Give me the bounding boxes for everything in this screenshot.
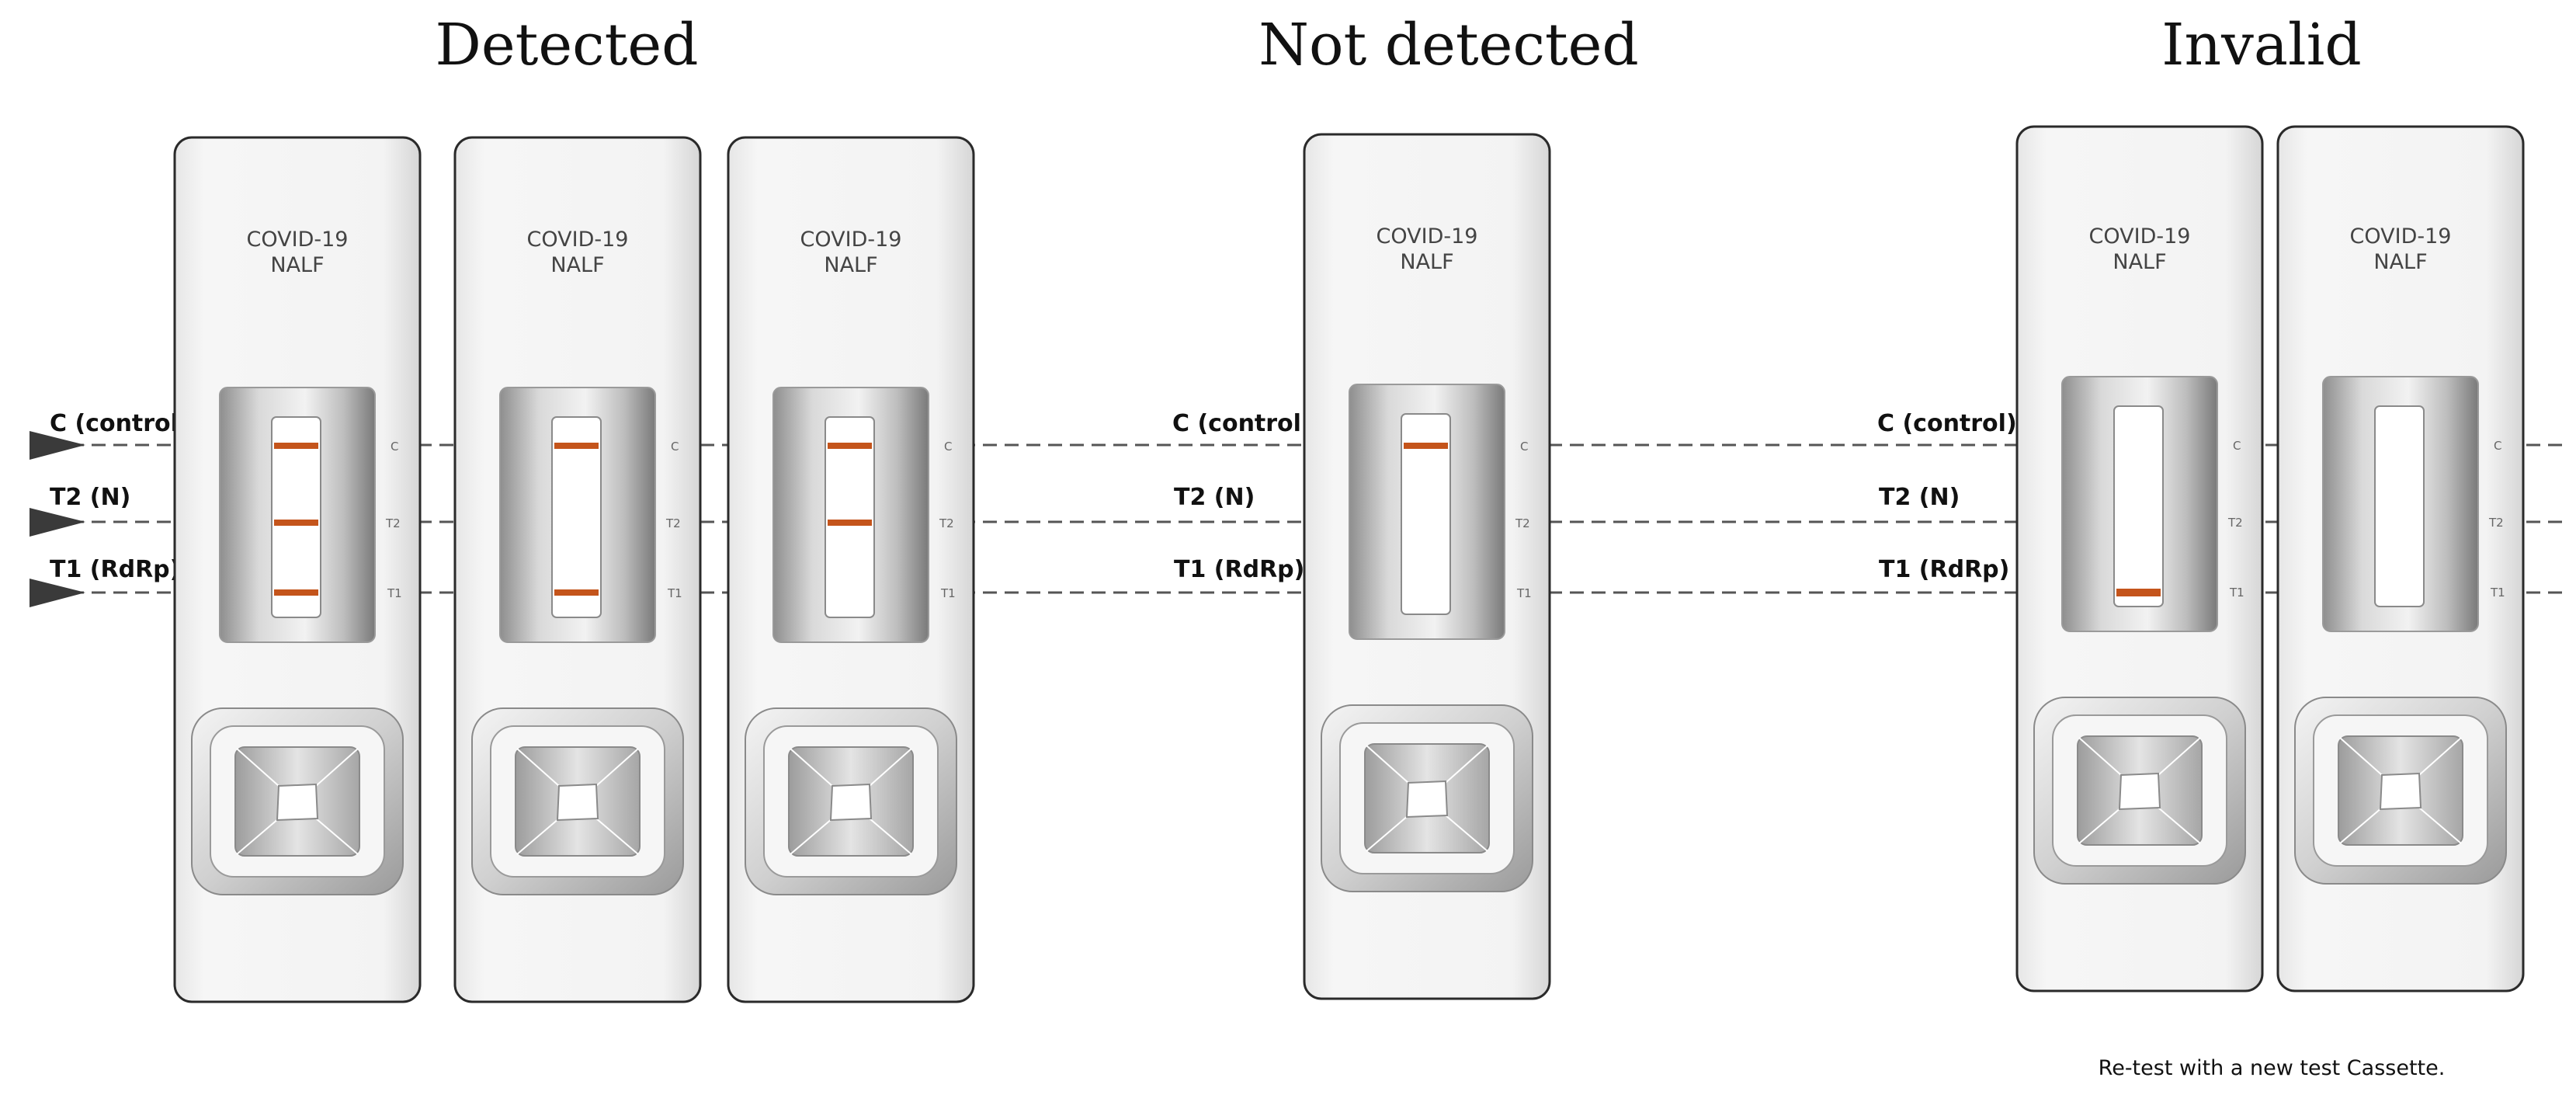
sample-well-bevel — [516, 748, 639, 855]
band-control — [1404, 443, 1448, 449]
cassette-detected-3: COVID-19 NALF C T2 T1 — [727, 136, 975, 1003]
invalid-note: Re-test with a new test Cassette. — [2099, 1056, 2446, 1080]
cassette-invalid-2: COVID-19 NALF C T2 T1 — [2276, 125, 2525, 992]
label-t2-left: T2 (N) — [50, 484, 130, 511]
heading-invalid: Invalid — [2161, 12, 2362, 78]
side-label-t1: T1 — [667, 586, 682, 600]
result-strip — [1401, 413, 1451, 615]
sample-hole — [556, 783, 599, 822]
sample-well-bevel — [790, 748, 912, 855]
result-strip — [825, 416, 875, 618]
band-t2 — [274, 520, 318, 526]
cassette-title-line2: NALF — [2373, 250, 2427, 274]
result-strip — [2374, 405, 2425, 607]
side-label-t1: T1 — [940, 586, 956, 600]
result-strip — [2113, 405, 2164, 607]
cassette-title-line2: NALF — [1400, 250, 1453, 274]
cassette-title-line2: NALF — [550, 253, 604, 277]
t2-arrow-icon — [30, 508, 85, 537]
side-label-t2: T2 — [2488, 516, 2504, 530]
sample-hole — [1405, 780, 1449, 819]
side-label-t2: T2 — [939, 516, 954, 530]
result-strip — [271, 416, 321, 618]
side-label-c: C — [2233, 439, 2241, 453]
side-label-t2: T2 — [2227, 516, 2243, 530]
side-label-t1: T1 — [1516, 586, 1532, 600]
label-t2-center: T2 (N) — [1174, 484, 1255, 511]
cassette-title-line1: COVID-19 — [2350, 224, 2452, 249]
side-label-c: C — [671, 440, 679, 454]
cassette-title-line1: COVID-19 — [1377, 224, 1478, 249]
cassette-not-detected: COVID-19 NALF C T2 T1 — [1303, 133, 1551, 1000]
band-control — [554, 443, 599, 449]
label-t1-center: T1 (RdRp) — [1174, 556, 1304, 583]
band-control — [274, 443, 318, 449]
band-t1 — [274, 589, 318, 596]
cassette-invalid-1: COVID-19 NALF C T2 T1 — [2015, 125, 2264, 992]
side-label-t2: T2 — [665, 516, 681, 530]
sample-well-bevel — [2078, 737, 2201, 844]
label-control-right: C (control) — [1877, 410, 2017, 437]
sample-well-bevel — [1366, 745, 1488, 852]
band-t1 — [2116, 589, 2161, 596]
label-control-left: C (control) — [50, 410, 189, 437]
sample-well-bevel — [2339, 737, 2462, 844]
cassette-title-line1: COVID-19 — [800, 228, 902, 252]
control-arrow-icon — [30, 431, 85, 460]
heading-not-detected: Not detected — [1258, 12, 1639, 78]
side-label-c: C — [944, 440, 952, 454]
sample-hole — [2379, 772, 2422, 811]
label-t1-left: T1 (RdRp) — [50, 556, 180, 583]
band-t1 — [554, 589, 599, 596]
sample-hole — [276, 783, 319, 822]
side-label-t2: T2 — [1515, 516, 1530, 530]
side-label-t2: T2 — [385, 516, 401, 530]
side-label-c: C — [391, 440, 398, 454]
side-label-c: C — [2494, 439, 2501, 453]
cassette-title-line1: COVID-19 — [2089, 224, 2191, 249]
side-label-t1: T1 — [387, 586, 402, 600]
cassette-title-line1: COVID-19 — [247, 228, 349, 252]
heading-detected: Detected — [436, 12, 699, 78]
band-control — [828, 443, 872, 449]
cassette-title-line2: NALF — [270, 253, 324, 277]
result-strip — [551, 416, 602, 618]
label-control-center: C (control) — [1172, 410, 1312, 437]
cassette-title-line1: COVID-19 — [527, 228, 629, 252]
t1-arrow-icon — [30, 579, 85, 607]
label-t1-right: T1 (RdRp) — [1879, 556, 2009, 583]
side-label-t1: T1 — [2229, 586, 2244, 600]
cassette-title-line2: NALF — [824, 253, 877, 277]
cassette-detected-2: COVID-19 NALF C T2 T1 — [453, 136, 702, 1003]
side-label-c: C — [1520, 440, 1528, 454]
band-t2 — [828, 520, 872, 526]
cassette-detected-1: COVID-19 NALF C T2 T1 — [173, 136, 422, 1003]
sample-hole — [829, 783, 873, 822]
side-label-t1: T1 — [2490, 586, 2505, 600]
label-t2-right: T2 (N) — [1879, 484, 1960, 511]
sample-hole — [2118, 772, 2161, 811]
sample-well-bevel — [236, 748, 359, 855]
cassette-title-line2: NALF — [2113, 250, 2166, 274]
